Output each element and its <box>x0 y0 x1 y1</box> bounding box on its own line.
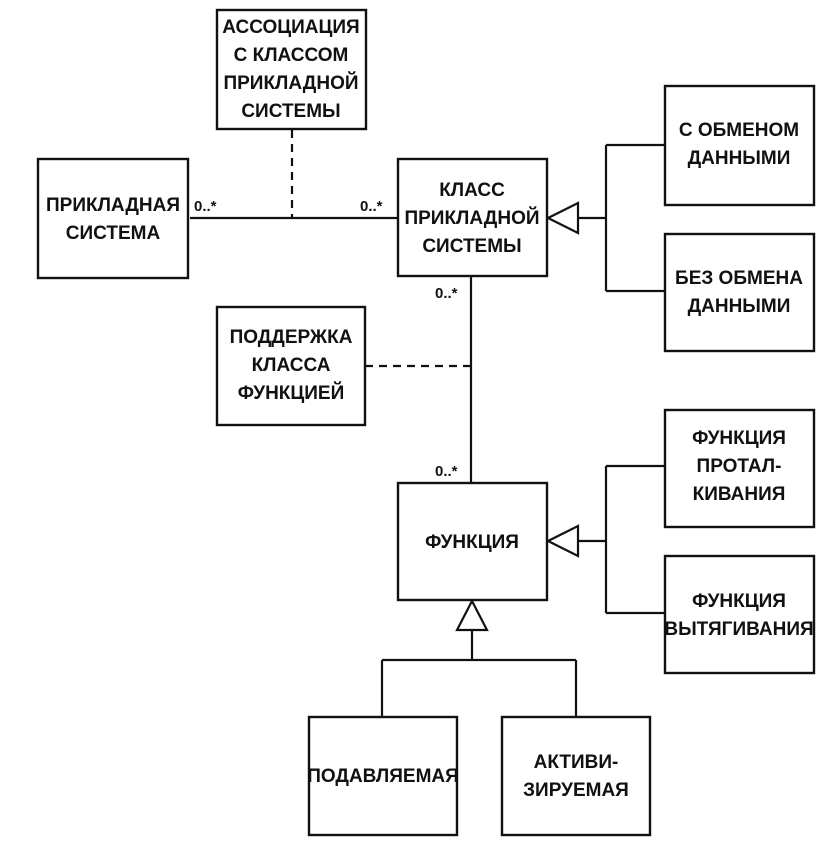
support-box-line-3: ФУНКЦИЕЙ <box>238 382 345 404</box>
applied-system-box: ПРИКЛАДНАЯ СИСТЕМА <box>36 157 190 280</box>
activated-function-line-1: АКТИВИ- <box>534 752 619 773</box>
function-box: ФУНКЦИЯ <box>396 481 549 602</box>
applied-system-line-1: ПРИКЛАДНАЯ <box>46 195 180 216</box>
association-class-line-4: СИСТЕМЫ <box>241 101 340 122</box>
with-data-exchange-line-1: С ОБМЕНОМ <box>679 120 799 141</box>
push-function-line-2: ПРОТАЛ- <box>697 456 782 477</box>
class-generalization-arrow <box>545 201 580 235</box>
function-bottom-generalization-arrow <box>455 598 489 632</box>
with-data-exchange-box: С ОБМЕНОМ ДАННЫМИ <box>663 84 816 207</box>
without-data-exchange-box: БЕЗ ОБМЕНА ДАННЫМИ <box>663 232 816 353</box>
activated-function-line-2: ЗИРУЕМАЯ <box>523 780 629 801</box>
association-class-line-3: ПРИКЛАДНОЙ <box>223 72 358 94</box>
class-box-line-3: СИСТЕМЫ <box>422 236 521 257</box>
without-data-exchange-line-2: ДАННЫМИ <box>688 296 791 317</box>
function-generalization-arrow <box>545 524 580 558</box>
push-function-line-3: КИВАНИЯ <box>693 484 786 505</box>
activated-function-box: АКТИВИ- ЗИРУЕМАЯ <box>500 715 652 837</box>
pull-function-line-2: ВЫТЯГИВАНИЯ <box>664 619 813 640</box>
multiplicity-class-end-left: 0..* <box>360 198 383 215</box>
class-box-line-1: КЛАСС <box>439 180 505 201</box>
association-class-line-2: С КЛАССОМ <box>234 45 349 66</box>
push-function-line-1: ФУНКЦИЯ <box>692 428 786 449</box>
push-function-box: ФУНКЦИЯ ПРОТАЛ- КИВАНИЯ <box>663 408 816 529</box>
multiplicity-function-end-top: 0..* <box>435 463 458 480</box>
multiplicity-class-end-bottom: 0..* <box>435 285 458 302</box>
suppressed-function-box: ПОДАВЛЯЕМАЯ <box>307 715 459 837</box>
class-box-line-2: ПРИКЛАДНОЙ <box>404 207 539 229</box>
function-box-label: ФУНКЦИЯ <box>425 532 519 553</box>
pull-function-box: ФУНКЦИЯ ВЫТЯГИВАНИЯ <box>663 554 816 675</box>
support-box-line-2: КЛАССА <box>252 355 331 376</box>
applied-system-class-box: КЛАСС ПРИКЛАДНОЙ СИСТЕМЫ <box>396 157 549 278</box>
suppressed-function-label: ПОДАВЛЯЕМАЯ <box>307 766 459 787</box>
applied-system-line-2: СИСТЕМА <box>66 223 161 244</box>
support-box-line-1: ПОДДЕРЖКА <box>230 327 353 348</box>
multiplicity-system-end: 0..* <box>194 198 217 215</box>
with-data-exchange-line-2: ДАННЫМИ <box>688 148 791 169</box>
pull-function-line-1: ФУНКЦИЯ <box>692 591 786 612</box>
association-class-line-1: АССОЦИАЦИЯ <box>222 17 359 38</box>
class-function-support-box: ПОДДЕРЖКА КЛАССА ФУНКЦИЕЙ <box>215 305 367 427</box>
association-class-box: АССОЦИАЦИЯ С КЛАССОМ ПРИКЛАДНОЙ СИСТЕМЫ <box>215 8 368 131</box>
without-data-exchange-line-1: БЕЗ ОБМЕНА <box>675 268 803 289</box>
